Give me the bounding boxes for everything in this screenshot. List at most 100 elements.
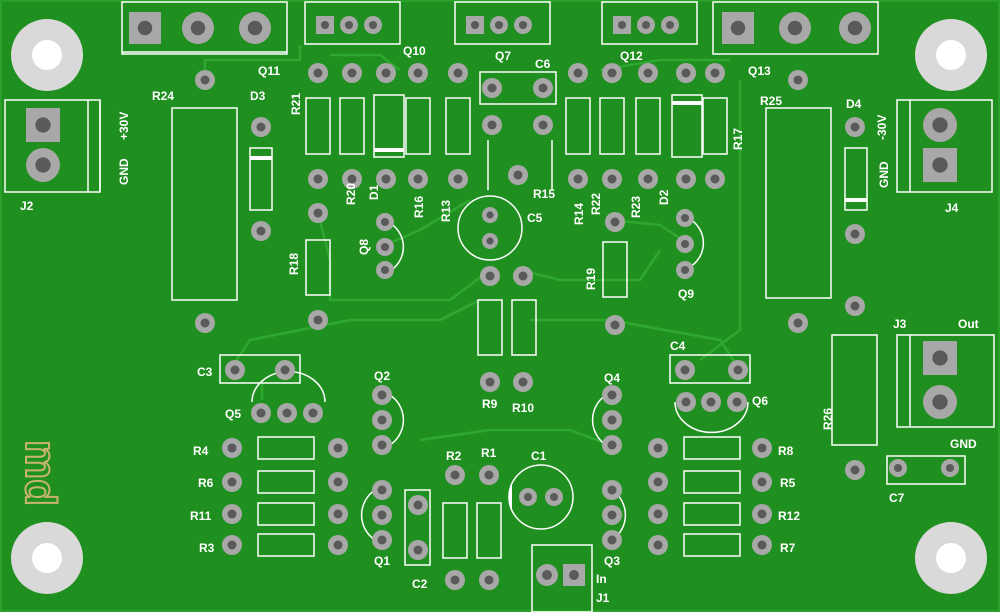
pad-drill (484, 575, 494, 585)
pad-drill (610, 320, 620, 330)
pad-drill (569, 570, 579, 580)
pad-drill (486, 211, 494, 219)
label-r17: R17 (731, 128, 745, 150)
c2-outline (404, 489, 431, 566)
label-r9: R9 (482, 397, 498, 411)
pad-drill (280, 365, 290, 375)
pad-drill (377, 390, 387, 400)
pad-drill (413, 500, 423, 510)
pad-drill (487, 120, 497, 130)
pad-drill (313, 208, 323, 218)
pad-drill (313, 315, 323, 325)
pad-drill (793, 318, 803, 328)
label-r23: R23 (629, 196, 643, 218)
label-r18: R18 (287, 253, 301, 275)
pad-drill (333, 477, 343, 487)
pad-drill (710, 68, 720, 78)
pad-drill (653, 540, 663, 550)
pad-drill (333, 509, 343, 519)
label-q6: Q6 (752, 394, 768, 408)
label-r15: R15 (533, 187, 555, 201)
label-r10: R10 (512, 401, 534, 415)
pad-drill (347, 174, 357, 184)
pad-drill (681, 397, 691, 407)
label-c6: C6 (535, 57, 551, 71)
trace (330, 53, 401, 71)
pad-drill (413, 545, 423, 555)
label-q11: Q11 (258, 64, 280, 78)
pad-drill (643, 68, 653, 78)
c6-outline (479, 71, 557, 105)
label-r8: R8 (778, 444, 794, 458)
copper-traces (203, 45, 742, 447)
r21-outline (305, 97, 331, 155)
label-d1: D1 (367, 184, 381, 200)
logo-text: md (16, 440, 65, 506)
label-d4: D4 (846, 97, 862, 111)
trace (384, 198, 471, 247)
label-d2: D2 (657, 189, 671, 205)
pad-drill (227, 477, 237, 487)
pad-drill (247, 20, 263, 36)
label-q4: Q4 (604, 371, 620, 385)
pad-drill (538, 120, 548, 130)
pad-drill (607, 415, 617, 425)
pad-drill (523, 492, 533, 502)
pad-drill (200, 318, 210, 328)
mounting-holes (11, 19, 987, 594)
label-q13: Q13 (748, 64, 771, 78)
pad-drill (680, 265, 690, 275)
label-j2: J2 (20, 199, 34, 213)
c5-outline (457, 195, 523, 261)
label-r26: R26 (821, 408, 835, 430)
pad-drill (256, 122, 266, 132)
pad-drill (450, 575, 460, 585)
pad-drill (607, 535, 617, 545)
pad-drill (643, 174, 653, 184)
label-r24: R24 (152, 89, 174, 103)
pad-drill (607, 390, 617, 400)
pad-drill (494, 20, 504, 30)
pad-drill (850, 465, 860, 475)
pad-drill (485, 271, 495, 281)
label-r20: R20 (344, 183, 358, 205)
component-pads (26, 12, 959, 590)
r25-outline (765, 107, 832, 299)
label-r7: R7 (780, 541, 796, 555)
pad-drill (730, 20, 746, 36)
q10-outline (304, 1, 401, 45)
label-q9: Q9 (678, 287, 694, 301)
label-c1: C1 (531, 449, 547, 463)
trace (228, 298, 481, 371)
label-r12: R12 (778, 509, 800, 523)
r5-outline (683, 470, 741, 494)
pad-drill (380, 265, 390, 275)
pad-drill (680, 239, 690, 249)
pad-drill (680, 365, 690, 375)
q7-outline (454, 1, 551, 45)
pad-drill (230, 365, 240, 375)
label-gnd_left: GND (117, 158, 131, 185)
label-r22: R22 (589, 193, 603, 215)
pad-drill (607, 440, 617, 450)
label-r21: R21 (289, 93, 303, 115)
pad-drill (793, 75, 803, 85)
label-out: Out (958, 317, 979, 331)
r22-outline (599, 97, 625, 155)
q1-outline (360, 489, 376, 541)
pad-drill (607, 485, 617, 495)
pad-drill (518, 377, 528, 387)
pad-drill (653, 509, 663, 519)
pad-drill (757, 540, 767, 550)
pad-drill (706, 397, 716, 407)
pad-drill (377, 510, 387, 520)
d1-outline (373, 94, 405, 158)
pad-drill (733, 365, 743, 375)
pad-drill (757, 443, 767, 453)
pad-drill (347, 68, 357, 78)
q9-outline (687, 217, 705, 269)
j3-outline (896, 334, 995, 428)
